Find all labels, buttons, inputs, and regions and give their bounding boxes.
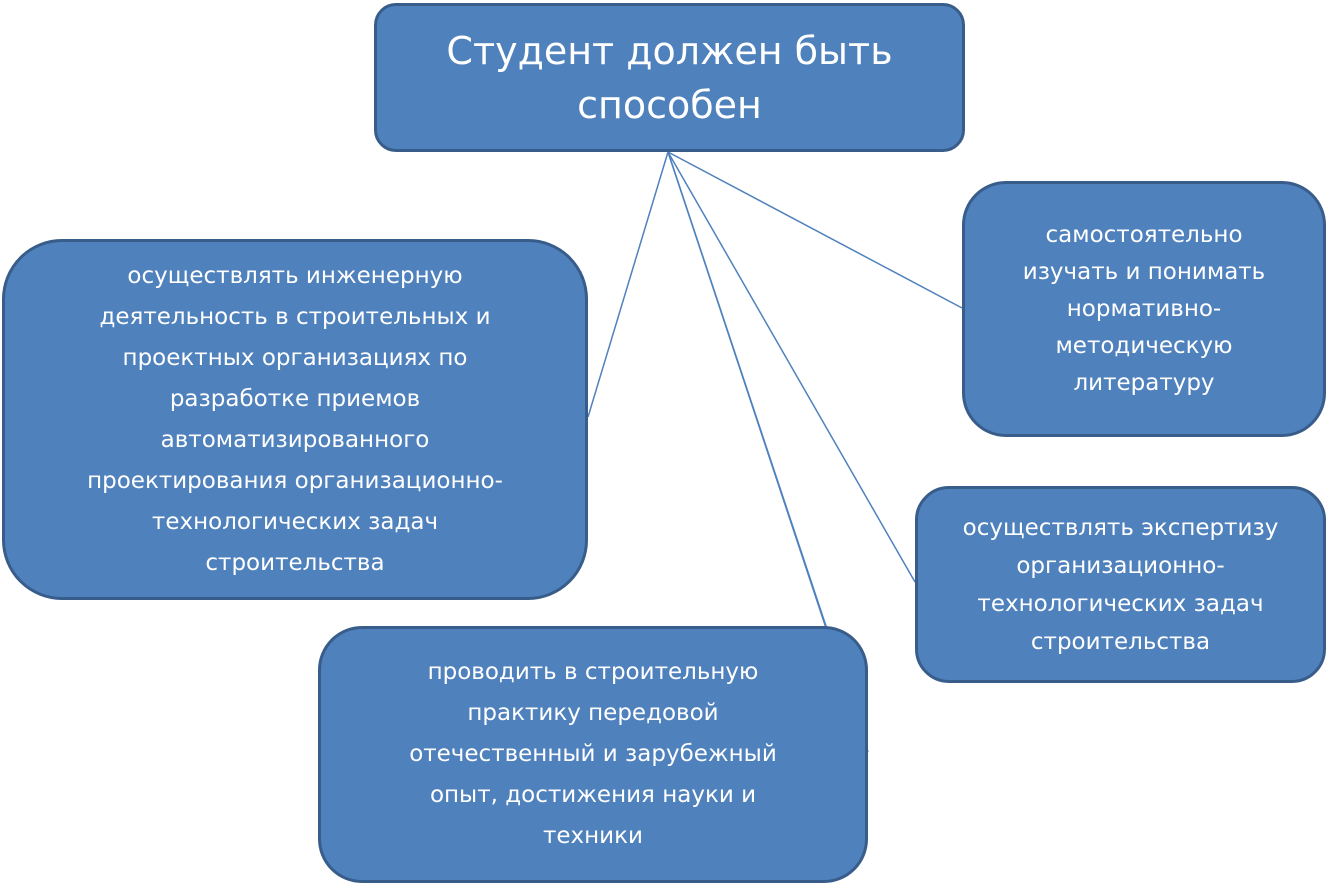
- connector-to-right-bottom: [667, 151, 916, 583]
- node-implement-experience-text: проводить в строительную практику передо…: [409, 659, 777, 849]
- connector-to-right-top: [667, 151, 963, 309]
- node-expertise: осуществлять экспертизу организационно- …: [915, 486, 1326, 683]
- node-engineering-activity-text: осуществлять инженерную деятельность в с…: [87, 262, 503, 576]
- node-study-literature-text: самостоятельно изучать и понимать нормат…: [1022, 221, 1266, 396]
- node-study-literature: самостоятельно изучать и понимать нормат…: [962, 181, 1326, 437]
- root-node: Студент должен быть способен: [374, 3, 965, 152]
- node-engineering-activity: осуществлять инженерную деятельность в с…: [2, 239, 588, 600]
- connector-to-left: [587, 151, 669, 418]
- root-node-text: Студент должен быть способен: [446, 28, 893, 127]
- node-expertise-text: осуществлять экспертизу организационно- …: [962, 514, 1279, 655]
- node-implement-experience: проводить в строительную практику передо…: [318, 626, 868, 883]
